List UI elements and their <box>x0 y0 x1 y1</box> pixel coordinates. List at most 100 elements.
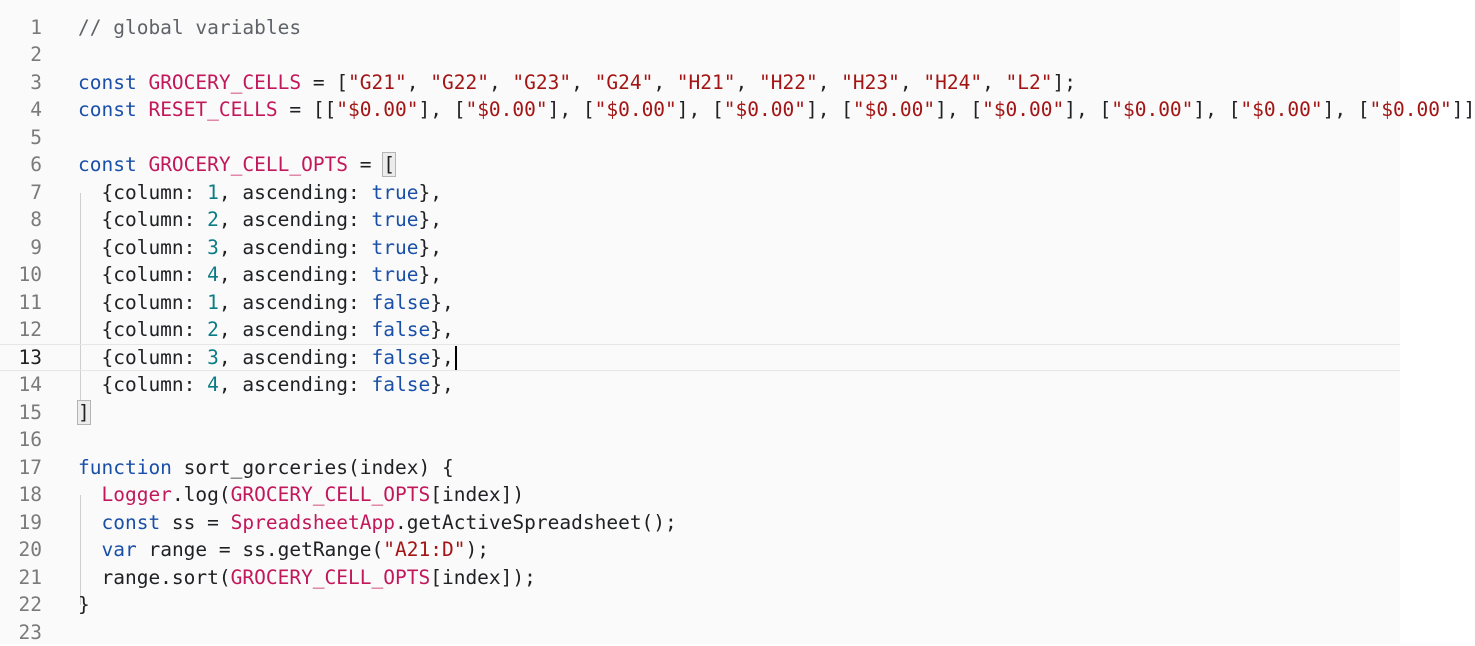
keyword-token: true <box>371 208 419 232</box>
code-token: {column: <box>78 373 208 397</box>
keyword-token: const <box>78 98 137 122</box>
code-token: = <box>348 153 384 177</box>
keyword-token: false <box>371 345 431 369</box>
code-line[interactable]: 21 range.sort(GROCERY_CELL_OPTS[index]); <box>0 564 1400 592</box>
code-line[interactable]: 16 <box>0 426 1400 454</box>
code-token: , ascending: <box>218 263 372 287</box>
code-text: {column: 3, ascending: true}, <box>78 234 442 262</box>
code-text: {column: 1, ascending: false}, <box>78 289 454 317</box>
string-token: "G22" <box>430 70 489 94</box>
code-line[interactable]: 15] <box>0 399 1400 427</box>
code-token: {column: <box>78 180 208 204</box>
code-token: = [[ <box>277 98 337 122</box>
keyword-token: const <box>78 153 137 177</box>
code-line[interactable]: 7 {column: 1, ascending: true}, <box>0 179 1400 207</box>
line-number: 3 <box>30 70 42 94</box>
line-number: 9 <box>30 235 42 259</box>
string-token: "$0.00" <box>465 98 548 122</box>
code-token: , <box>571 70 595 94</box>
code-token: [index]); <box>430 565 536 589</box>
code-token: {column: <box>78 290 208 314</box>
code-line[interactable]: 8 {column: 2, ascending: true}, <box>0 206 1400 234</box>
keyword-token: const <box>78 70 137 94</box>
code-text: function sort_gorceries(index) { <box>78 454 454 482</box>
code-token: , <box>406 70 431 94</box>
keyword-token: false <box>371 318 431 342</box>
line-number: 4 <box>30 98 42 122</box>
code-text: const GROCERY_CELL_OPTS = [ <box>78 151 397 179</box>
comment-token: // global variables <box>78 15 302 39</box>
line-number: 13 <box>18 345 42 369</box>
code-token: } <box>78 593 90 617</box>
code-token: ]; <box>1052 70 1076 94</box>
identifier-token: GROCERY_CELLS <box>148 70 302 94</box>
code-line[interactable]: 19 const ss = SpreadsheetApp.getActiveSp… <box>0 509 1400 537</box>
bracket-match: [ <box>382 152 397 178</box>
code-line[interactable]: 10 {column: 4, ascending: true}, <box>0 261 1400 289</box>
code-text: range.sort(GROCERY_CELL_OPTS[index]); <box>78 564 536 592</box>
code-text: ] <box>77 399 91 427</box>
code-token: , ascending: <box>218 235 372 259</box>
string-token: "$0.00" <box>852 98 936 122</box>
code-line[interactable]: 14 {column: 4, ascending: false}, <box>0 371 1400 399</box>
code-token: ], [ <box>418 98 466 122</box>
code-text: {column: 3, ascending: false}, <box>78 345 457 371</box>
code-line[interactable]: 1 // global variables <box>0 14 1400 42</box>
code-token: }, <box>430 290 454 314</box>
bracket-match: ] <box>77 399 91 425</box>
line-number: 16 <box>18 428 42 452</box>
code-token: {column: <box>78 208 208 232</box>
keyword-token: false <box>371 290 431 314</box>
string-token: "H22" <box>758 70 818 94</box>
code-token: , ascending: <box>218 290 372 314</box>
code-token: = [ <box>301 70 349 94</box>
number-token: 4 <box>207 373 219 397</box>
number-token: 1 <box>207 180 219 204</box>
code-text: // global variables <box>78 14 301 42</box>
keyword-token: const <box>101 510 161 534</box>
code-line[interactable]: 9 {column: 3, ascending: true}, <box>0 234 1400 262</box>
number-token: 2 <box>207 208 219 232</box>
code-token: range = ss.getRange( <box>136 538 384 562</box>
code-token <box>137 153 149 176</box>
keyword-token: function <box>78 455 172 479</box>
code-token: {column: <box>78 345 208 369</box>
code-token: }, <box>430 318 454 342</box>
string-token: "$0.00" <box>1240 98 1323 122</box>
line-number: 20 <box>18 538 42 562</box>
code-line[interactable]: 11 {column: 1, ascending: false}, <box>0 289 1400 317</box>
code-token: }, <box>418 208 442 232</box>
identifier-token: SpreadsheetApp <box>230 510 396 534</box>
number-token: 3 <box>207 235 219 259</box>
keyword-token: true <box>371 235 419 259</box>
code-token: sort_gorceries(index) { <box>171 455 454 479</box>
code-line[interactable]: 18 Logger.log(GROCERY_CELL_OPTS[index]) <box>0 481 1400 509</box>
code-token <box>78 483 101 506</box>
code-line[interactable]: 20 var range = ss.getRange("A21:D"); <box>0 536 1400 564</box>
line-number: 14 <box>18 373 42 397</box>
string-token: "$0.00" <box>1369 98 1452 122</box>
code-token: }, <box>418 180 442 204</box>
code-line[interactable]: 12 {column: 2, ascending: false}, <box>0 316 1400 344</box>
code-token: .log( <box>171 483 231 507</box>
code-token: ], [ <box>1064 98 1112 122</box>
code-line[interactable]: 23 <box>0 619 1400 646</box>
code-line[interactable]: 13 {column: 3, ascending: false}, <box>0 343 1400 372</box>
code-token: [index]) <box>430 483 525 507</box>
code-token <box>137 98 149 121</box>
string-token: "$0.00" <box>982 98 1065 122</box>
code-line[interactable]: 22} <box>0 591 1400 619</box>
code-line[interactable]: 2 <box>0 41 1400 69</box>
line-number: 2 <box>30 43 42 67</box>
code-line[interactable]: 5 <box>0 124 1400 152</box>
code-text: const RESET_CELLS = [["$0.00"], ["$0.00"… <box>78 96 1475 124</box>
line-number: 1 <box>30 15 42 39</box>
code-token: {column: <box>78 263 208 287</box>
code-token: , ascending: <box>218 318 372 342</box>
string-token: "$0.00" <box>1111 98 1194 122</box>
